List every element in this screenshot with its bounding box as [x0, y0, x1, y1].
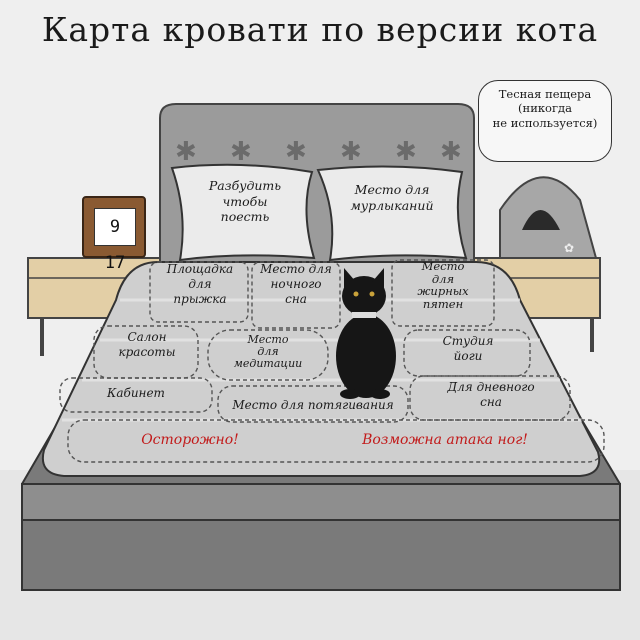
label-zone-office: Кабинет: [107, 386, 165, 400]
alarm-clock: 9 17: [82, 196, 146, 273]
label-pillow-right: Место для мурлыканий: [350, 182, 434, 213]
svg-text:✱: ✱: [175, 137, 197, 167]
clock-time: 9 17: [94, 208, 136, 273]
page-title: Карта кровати по версии кота: [41, 10, 599, 49]
label-zone-yoga: Студия йоги: [442, 334, 494, 363]
speech-bubble: Тесная пещера (никогда не используется): [478, 80, 612, 162]
bubble-text: Тесная пещера (никогда не используется): [492, 87, 598, 130]
zone-outlines: [59, 259, 605, 463]
svg-text:✱: ✱: [285, 137, 307, 167]
svg-text:✱: ✱: [340, 137, 362, 167]
label-zone-jump: Площадка для прыжка: [166, 262, 234, 306]
warning-careful: Осторожно!: [141, 432, 239, 448]
svg-text:✱: ✱: [440, 137, 462, 167]
label-zone-beauty: Салон красоты: [118, 330, 176, 359]
label-zone-greasy: Место для жирных пятен: [417, 259, 469, 311]
black-cat: [336, 268, 396, 399]
label-zone-day-sleep: Для дневного сна: [447, 380, 535, 409]
headboard-pattern: ✱ ✱ ✱ ✱ ✱ ✱: [175, 137, 462, 167]
pillow-left: [170, 163, 316, 262]
warning-leg-attack: Возможна атака ног!: [362, 432, 528, 448]
label-zone-meditation: Место для медитации: [233, 333, 303, 371]
label-pillow-left: Разбудить чтобы поесть: [208, 178, 282, 225]
svg-text:✿: ✿: [564, 241, 574, 255]
label-zone-stretch: Место для потягивания: [232, 398, 394, 412]
cat-cave: ✿: [499, 176, 598, 259]
svg-text:✱: ✱: [395, 137, 417, 167]
svg-text:✱: ✱: [230, 137, 252, 167]
mattress: [42, 261, 601, 477]
label-zone-night-sleep: Место для ночного сна: [260, 262, 332, 306]
pillow-right: [316, 165, 468, 262]
